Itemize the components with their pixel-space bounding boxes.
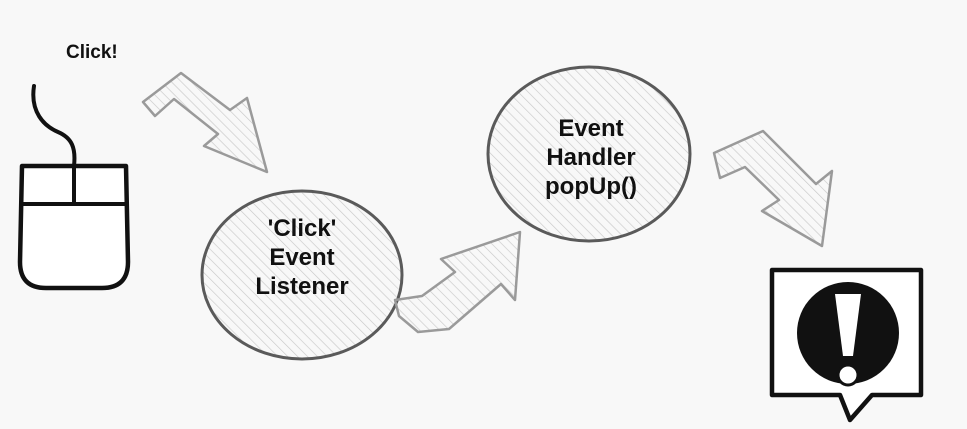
handler-label-line-2: Handler [546,143,636,171]
listener-label-line-1: 'Click' [267,215,337,242]
listener-label: 'Click' Event Listener [222,215,382,301]
arrow-handler-to-popup [712,129,834,248]
listener-bubble [200,189,404,361]
handler-label-line-3: popUp() [545,172,637,200]
mouse-icon [17,84,131,291]
alert-popup-icon [769,267,924,423]
arrow-listener-to-handler [393,230,522,334]
click-label: Click! [66,42,118,63]
arrow-click-to-listener [141,71,269,174]
handler-label-line-1: Event [558,115,624,142]
listener-label-line-3: Listener [255,272,349,300]
handler-bubble [486,65,692,243]
listener-label-line-2: Event [269,243,335,271]
handler-label: Event Handler popUp() [506,115,676,201]
